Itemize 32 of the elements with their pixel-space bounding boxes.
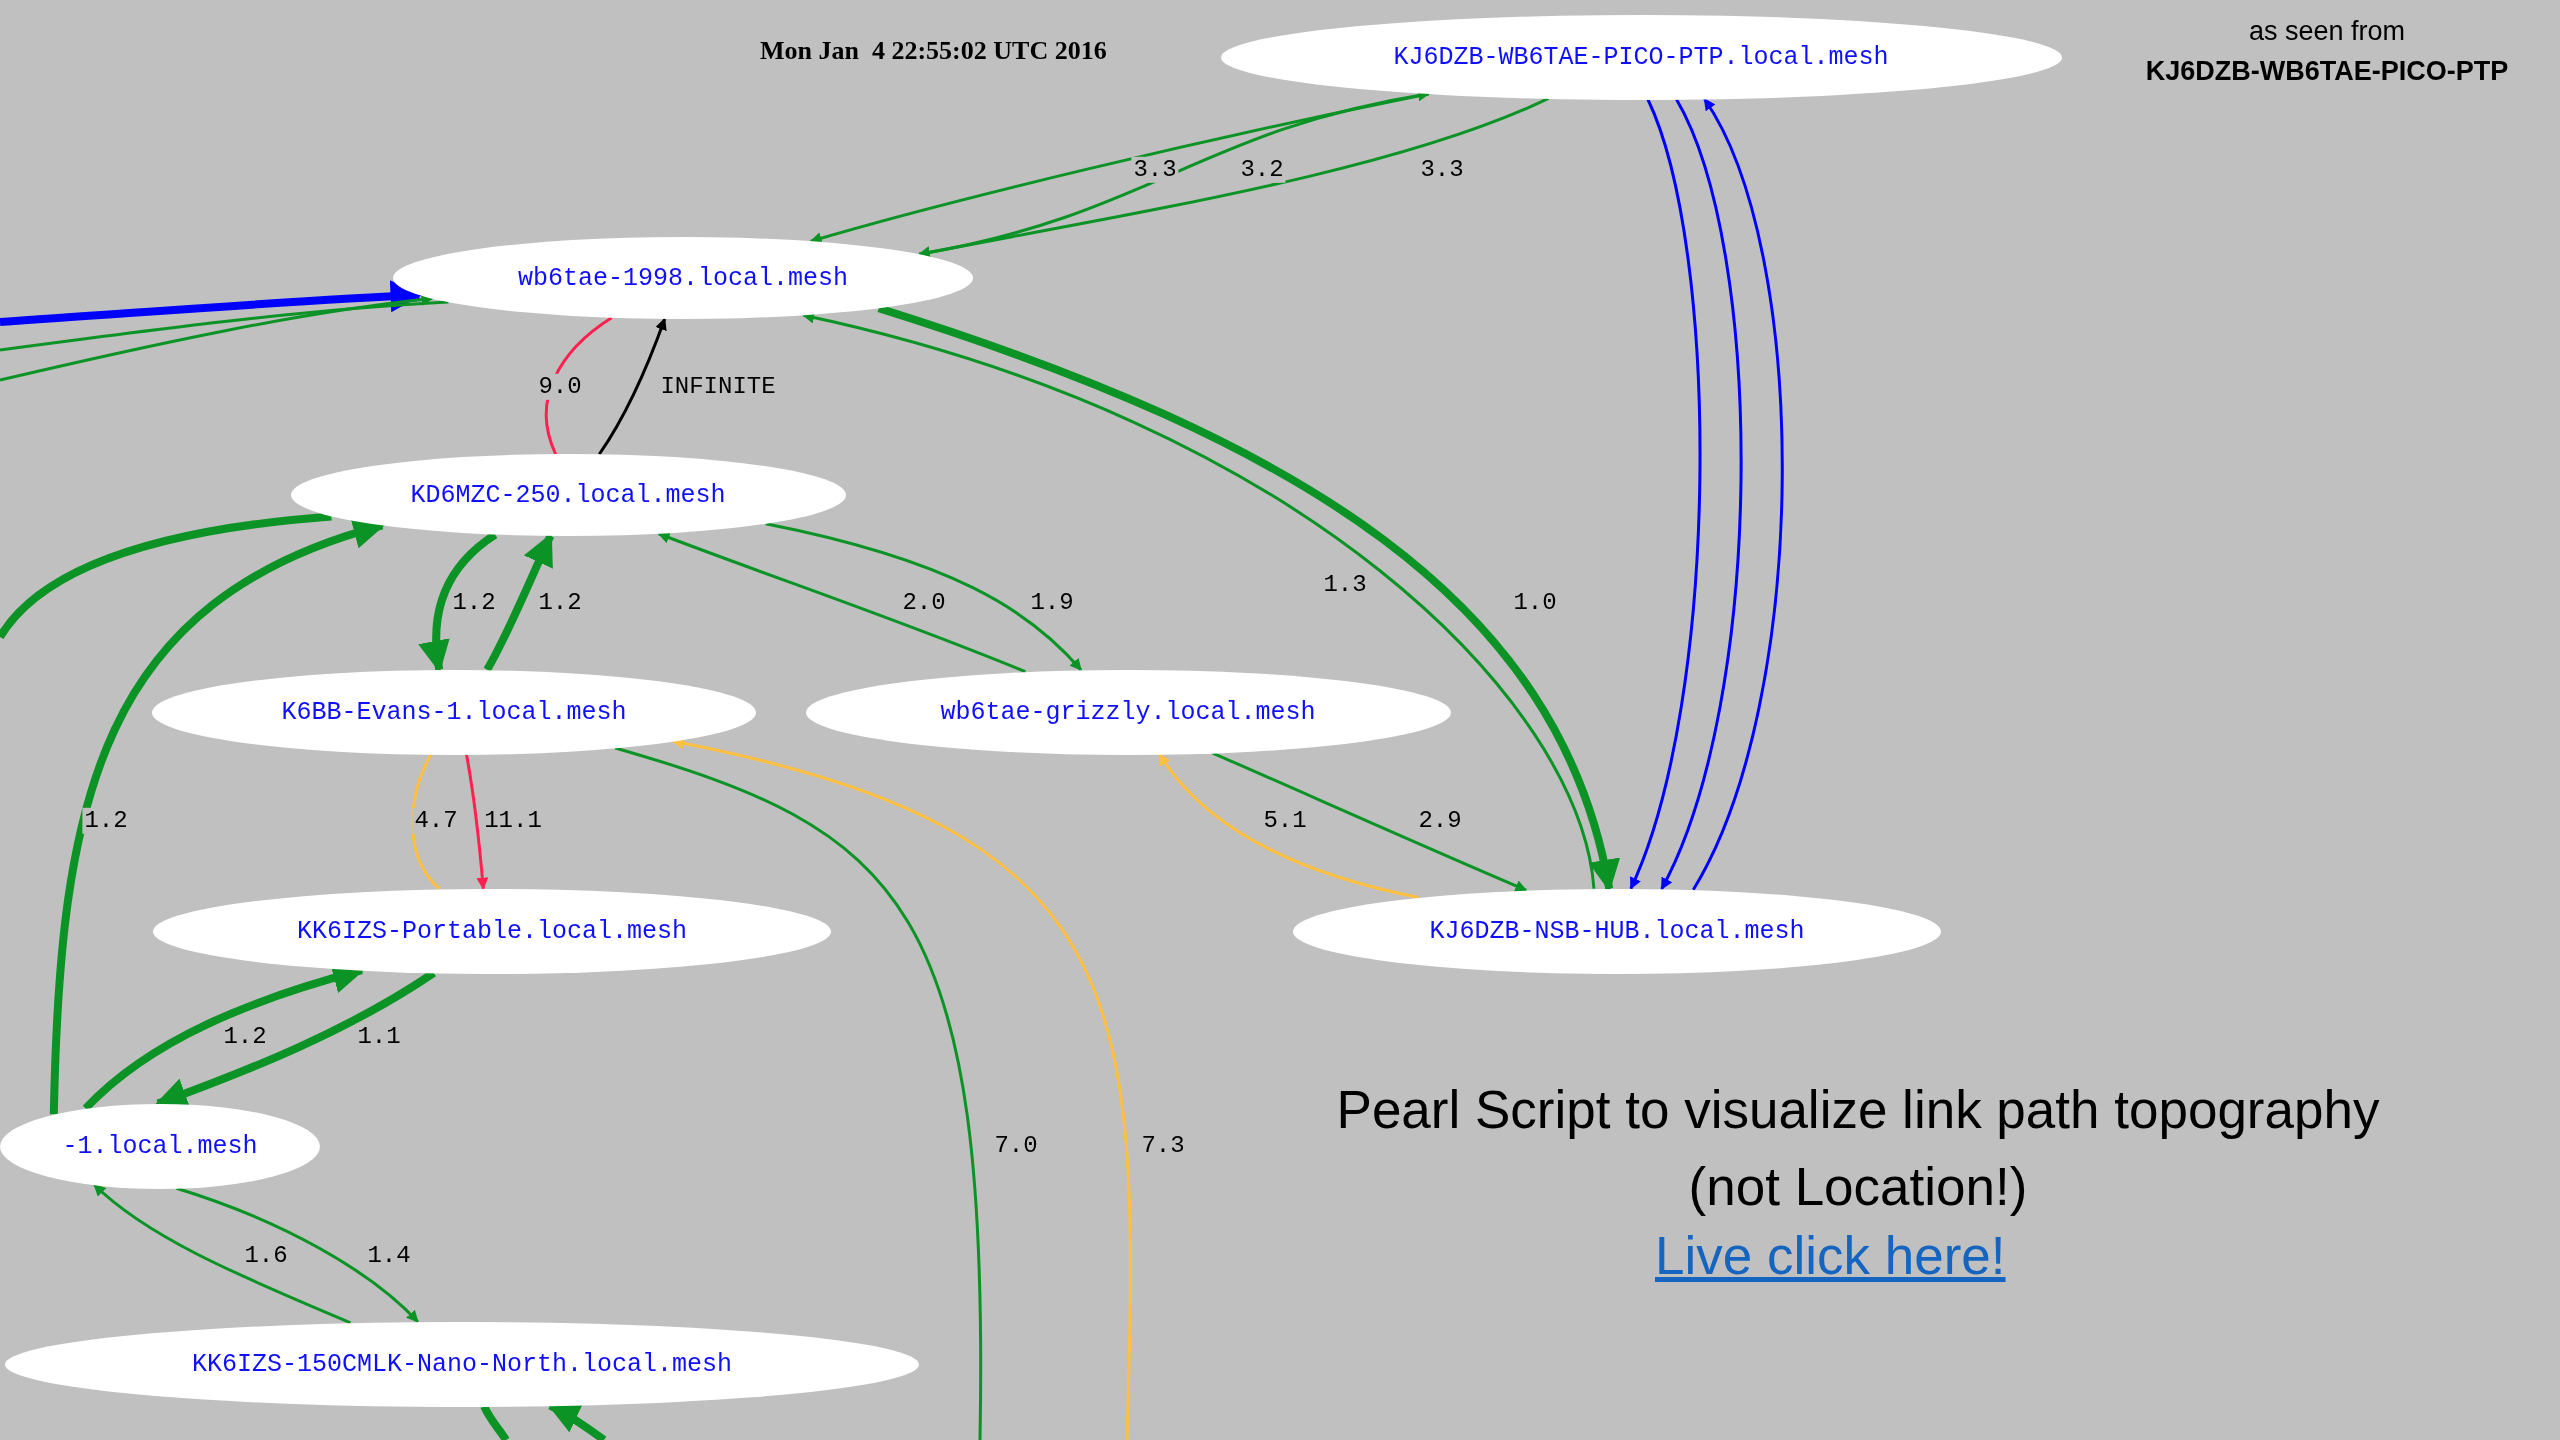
link-arrow <box>49 519 386 1115</box>
link-arrow <box>657 531 1026 674</box>
link-arrow <box>483 533 555 672</box>
link-arrow <box>1158 753 1419 899</box>
live-link: Live click here! <box>1655 1225 2006 1286</box>
host-ellipse: wb6tae-1998.local.mesh <box>393 237 973 319</box>
host-ellipse: -1.local.mesh <box>0 1103 320 1189</box>
link-arrow <box>917 97 1550 259</box>
link-arrow <box>671 737 1132 1440</box>
link-arrow <box>93 1183 352 1325</box>
host-ellipse: KJ6DZB-WB6TAE-PICO-PTP.local.mesh <box>1220 14 2062 100</box>
host-ellipse: KK6IZS-150CMLK-Nano-North.local.mesh <box>5 1321 919 1407</box>
host-ellipse: KJ6DZB-NSB-HUB.local.mesh <box>1293 888 1941 974</box>
viewpoint-note: as seen from <box>2247 16 2407 47</box>
host-ellipse: KD6MZC-250.local.mesh <box>290 454 846 536</box>
description-text: Pearl Script to visualize link path topography (not Location!) <box>1335 1079 2381 1218</box>
link-arrow <box>1660 98 1743 890</box>
link-arrow <box>0 293 434 382</box>
link-arrow <box>0 280 423 326</box>
link-arrow <box>809 92 1430 244</box>
host-ellipse: KK6IZS-Portable.local.mesh <box>153 888 831 974</box>
host-ellipse: K6BB-Evans-1.local.mesh <box>152 669 756 755</box>
link-arrow <box>465 754 489 890</box>
timestamp-text: Mon Jan 4 22:55:02 UTC 2016 <box>760 36 1108 66</box>
link-arrow <box>1692 97 1784 891</box>
host-ellipse: wb6tae-grizzly.local.mesh <box>805 669 1451 755</box>
link-arrow <box>176 1186 419 1323</box>
link-arrow <box>598 317 667 456</box>
link-arrow <box>765 522 1083 671</box>
edge-label: 3.3 <box>1131 156 1179 184</box>
link-arrow <box>1629 98 1702 890</box>
viewpoint-host: KJ6DZB-WB6TAE-PICO-PTP <box>2144 56 2510 87</box>
